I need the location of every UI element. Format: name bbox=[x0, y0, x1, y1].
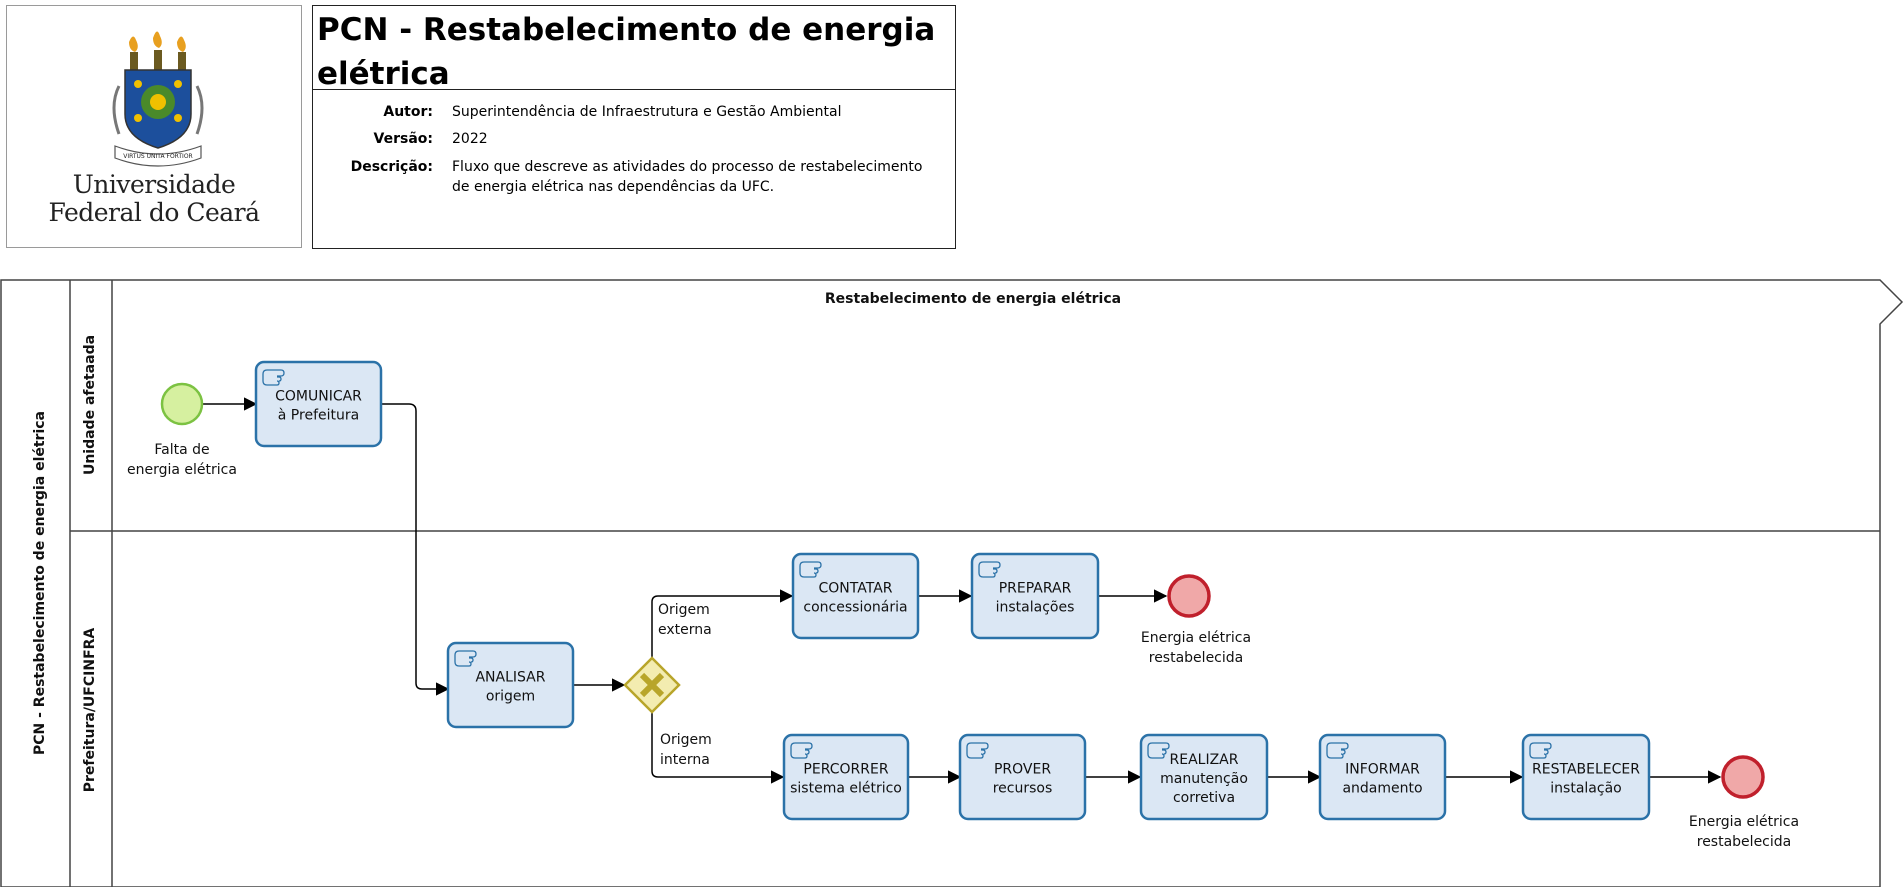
task-contatar[interactable]: CONTATAR concessionária bbox=[791, 552, 920, 640]
manual-task-icon bbox=[1326, 742, 1349, 759]
task-prover[interactable]: PROVER recursos bbox=[958, 733, 1087, 821]
description-value: Fluxo que descreve as atividades do proc… bbox=[452, 159, 923, 195]
motto-text: VIRTUS UNITA FORTIOR bbox=[123, 153, 192, 160]
task-box[interactable] bbox=[791, 552, 920, 640]
exclusive-gateway[interactable] bbox=[623, 656, 681, 714]
task-label: origem bbox=[486, 689, 535, 705]
task-label: manutenção bbox=[1160, 771, 1248, 787]
sequence-flows bbox=[203, 397, 1722, 784]
task-label: PERCORRER bbox=[803, 762, 888, 778]
author-value: Superintendência de Infraestrutura e Ges… bbox=[452, 104, 842, 120]
task-label: sistema elétrico bbox=[790, 781, 902, 797]
task-box[interactable] bbox=[446, 641, 575, 729]
task-label: à Prefeitura bbox=[278, 408, 359, 424]
ufc-logo: VIRTUS UNITA FORTIOR Universidade Federa… bbox=[6, 5, 302, 248]
task-label: ANALISAR bbox=[475, 670, 545, 686]
task-label: PREPARAR bbox=[999, 581, 1072, 597]
task-box[interactable] bbox=[782, 733, 910, 821]
manual-task-icon bbox=[454, 650, 477, 667]
process-title: PCN - Restabelecimento de energia elétri… bbox=[317, 12, 936, 92]
task-preparar[interactable]: PREPARAR instalações bbox=[970, 552, 1100, 640]
flow-comunicar-to-analisar bbox=[381, 403, 450, 696]
manual-task-icon bbox=[1529, 742, 1552, 759]
manual-task-icon bbox=[978, 561, 1001, 578]
coat-of-arms-icon: VIRTUS UNITA FORTIOR bbox=[112, 31, 204, 167]
phase-label: Restabelecimento de energia elétrica bbox=[825, 291, 1121, 307]
end-event-internal[interactable] bbox=[1721, 755, 1765, 799]
flow-label-external-2: externa bbox=[658, 622, 712, 638]
task-label: COMUNICAR bbox=[275, 389, 362, 405]
end-event-internal-label-2: restabelecida bbox=[1697, 834, 1791, 850]
manual-task-icon bbox=[966, 742, 989, 759]
start-event[interactable] bbox=[160, 382, 204, 426]
version-value: 2022 bbox=[452, 131, 488, 147]
lane-label-prefeitura: Prefeitura/UFCINFRA bbox=[82, 628, 98, 793]
manual-task-icon bbox=[1147, 742, 1170, 759]
task-label: INFORMAR bbox=[1345, 762, 1420, 778]
flow-label-internal: Origem bbox=[660, 732, 712, 748]
task-comunicar[interactable]: COMUNICAR à Prefeitura bbox=[254, 360, 383, 448]
task-label: REALIZAR bbox=[1170, 752, 1239, 768]
task-label: corretiva bbox=[1173, 790, 1235, 806]
task-box[interactable] bbox=[970, 552, 1100, 640]
author-label: Autor: bbox=[383, 104, 433, 120]
logo-line-1: Universidade bbox=[72, 170, 236, 199]
task-box[interactable] bbox=[254, 360, 383, 448]
task-label: PROVER bbox=[994, 762, 1051, 778]
task-percorrer[interactable]: PERCORRER sistema elétrico bbox=[782, 733, 910, 821]
manual-task-icon bbox=[262, 369, 285, 386]
flow-label-external: Origem bbox=[658, 602, 710, 618]
task-label: CONTATAR bbox=[819, 581, 893, 597]
header-divider bbox=[313, 89, 955, 90]
lane-label-unidade: Unidade afetaada bbox=[82, 335, 98, 475]
flow-gateway-internal bbox=[651, 713, 785, 784]
version-label: Versão: bbox=[373, 131, 433, 147]
task-label: instalação bbox=[1550, 781, 1621, 797]
task-label: instalações bbox=[996, 600, 1075, 616]
process-header: PCN - Restabelecimento de energia elétri… bbox=[312, 5, 956, 249]
end-event-external[interactable] bbox=[1167, 574, 1211, 618]
task-informar[interactable]: INFORMAR andamento bbox=[1318, 733, 1447, 821]
task-realizar[interactable]: REALIZAR manutenção corretiva bbox=[1139, 733, 1269, 821]
description-label: Descrição: bbox=[350, 159, 433, 175]
task-restabelecer[interactable]: RESTABELECER instalação bbox=[1521, 733, 1651, 821]
task-box[interactable] bbox=[1318, 733, 1447, 821]
task-box[interactable] bbox=[1521, 733, 1651, 821]
pool-label: PCN - Restabelecimento de energia elétri… bbox=[32, 411, 48, 755]
task-box[interactable] bbox=[958, 733, 1087, 821]
task-label: recursos bbox=[993, 781, 1053, 797]
end-event-external-label-1: Energia elétrica bbox=[1141, 630, 1251, 646]
task-analisar[interactable]: ANALISAR origem bbox=[446, 641, 575, 729]
flow-label-internal-2: interna bbox=[660, 752, 710, 768]
task-label: RESTABELECER bbox=[1532, 762, 1640, 778]
x-icon bbox=[639, 672, 665, 698]
task-label: andamento bbox=[1342, 781, 1422, 797]
task-box[interactable] bbox=[1139, 733, 1269, 821]
start-event-label-2: energia elétrica bbox=[127, 462, 237, 478]
end-event-internal-label-1: Energia elétrica bbox=[1689, 814, 1799, 830]
manual-task-icon bbox=[799, 561, 822, 578]
end-event-external-label-2: restabelecida bbox=[1149, 650, 1243, 666]
flow-gateway-external bbox=[651, 589, 794, 658]
task-label: concessionária bbox=[803, 600, 907, 616]
logo-line-2: Federal do Ceará bbox=[48, 198, 260, 227]
start-event-label-1: Falta de bbox=[154, 442, 209, 458]
manual-task-icon bbox=[790, 742, 813, 759]
